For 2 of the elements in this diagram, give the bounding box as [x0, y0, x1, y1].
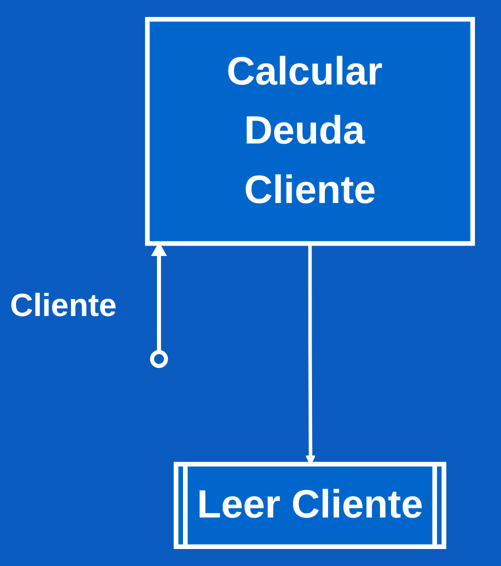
- data-label: Cliente: [10, 286, 117, 324]
- node-box: Calcular Deuda Cliente: [145, 16, 475, 246]
